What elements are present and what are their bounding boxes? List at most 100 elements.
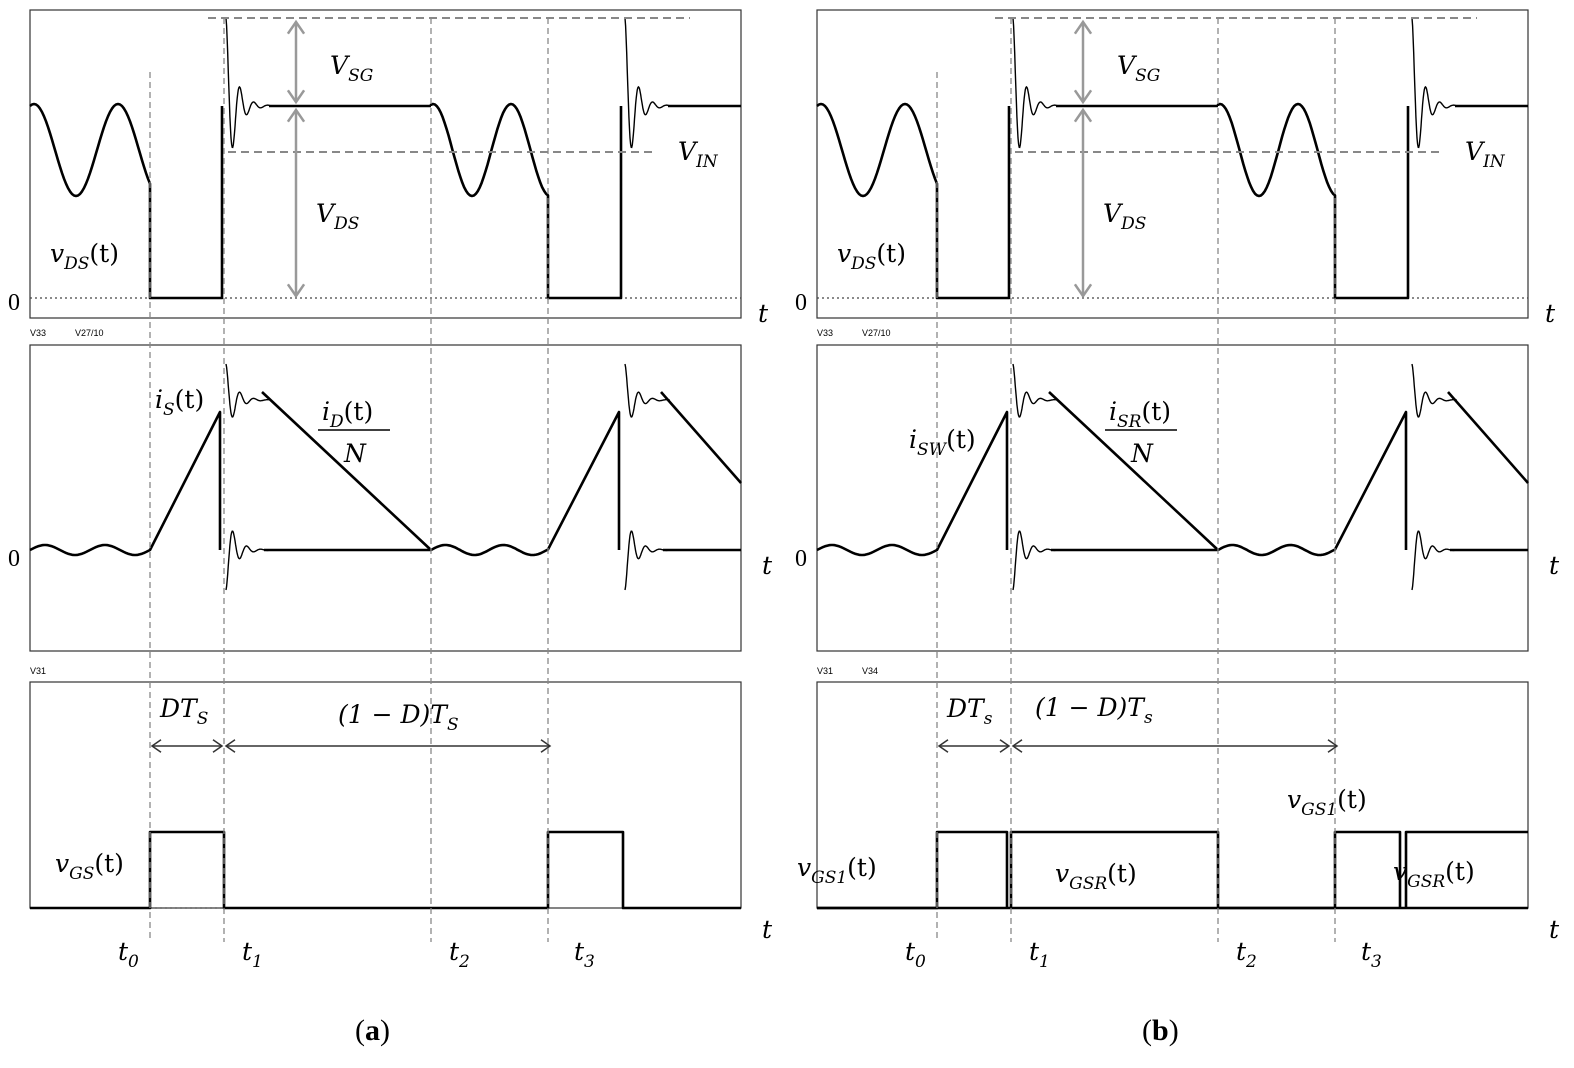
arrow-head xyxy=(937,739,949,753)
time-marker-t0-sub: 0 xyxy=(915,952,926,972)
time-marker-t1-sub: 1 xyxy=(1039,952,1050,972)
middle-zero-label: 0 xyxy=(8,546,20,572)
arrow-head xyxy=(150,739,162,753)
gate1-label-2-arg: (t) xyxy=(1337,785,1367,814)
arrow-head xyxy=(1327,739,1339,753)
switch-current-label: iSW(t) xyxy=(909,425,976,460)
time-marker-t0: t0 xyxy=(905,937,926,972)
vsg-label-sub: SG xyxy=(1135,66,1160,86)
diode-current-ramp-1 xyxy=(261,391,432,551)
panel-caption: (b) xyxy=(1142,1014,1179,1047)
time-marker-t3: t3 xyxy=(574,937,595,972)
fraction-denominator: N xyxy=(343,439,367,468)
middle-plot-frame xyxy=(29,344,742,652)
vin-label: VIN xyxy=(678,137,719,172)
fraction-numerator: iD(t) xyxy=(322,397,373,432)
switch-current-label-arg: (t) xyxy=(175,385,205,414)
current-ringing-top-2 xyxy=(1411,363,1457,418)
gate1-label: vGS1(t) xyxy=(797,853,877,888)
dts-label-sub: S xyxy=(197,709,209,729)
dts-label-main: DT xyxy=(159,694,199,723)
gate1-label-2-main: v xyxy=(1287,785,1301,814)
gate-sr-label: vGSR(t) xyxy=(1055,859,1137,894)
caption-letter: b xyxy=(1152,1014,1169,1047)
off-time-label-main: (1 − D)T xyxy=(338,700,449,729)
vds-magnitude-label: VDS xyxy=(316,199,359,234)
vin-label: VIN xyxy=(1465,137,1506,172)
bottom-time-axis-label: t xyxy=(1549,915,1560,944)
diode-current-ramp-2 xyxy=(660,391,742,484)
current-ringing-bottom-1 xyxy=(225,530,271,591)
time-marker-t0: t0 xyxy=(118,937,139,972)
switch-current-label-sub: S xyxy=(163,400,175,420)
vds-ringing-1 xyxy=(225,17,432,149)
arrow-head xyxy=(1073,107,1093,123)
arrow-head xyxy=(286,107,306,123)
switch-current-label-main: i xyxy=(155,385,163,414)
vds-magnitude-label-sub: DS xyxy=(1120,214,1146,234)
gate-sr-label-arg: (t) xyxy=(1107,859,1137,888)
gate-signal-label-main: v xyxy=(55,849,69,878)
caption-letter: a xyxy=(365,1014,380,1047)
arrow-head xyxy=(1073,89,1093,105)
vds-signal-label-main: v xyxy=(50,239,64,268)
gate-signal-label-sub: GS xyxy=(69,864,94,884)
dts-label: DTS xyxy=(159,694,208,729)
time-marker-t2-sub: 2 xyxy=(1245,952,1257,972)
caption-close: ) xyxy=(1169,1014,1179,1047)
switch-current-ramp-1 xyxy=(816,410,1009,557)
top-zero-label: 0 xyxy=(795,290,807,316)
dts-label-sub: s xyxy=(984,709,993,729)
gate-sr-label-2-sub: GSR xyxy=(1407,872,1445,892)
arrow-head xyxy=(1073,19,1093,35)
arrow-head xyxy=(540,739,552,753)
fraction-numerator-main: i xyxy=(1109,397,1117,426)
scope-tag-mid-0: V33 xyxy=(817,328,833,338)
scope-tag-bot-0: V31 xyxy=(30,666,46,676)
time-marker-t0-main: t xyxy=(118,937,129,966)
gate-sr-label-2: vGSR(t) xyxy=(1393,857,1475,892)
gate-signal xyxy=(30,830,741,910)
fraction-numerator-sub: D xyxy=(329,412,344,432)
vsg-label-sub: SG xyxy=(348,66,373,86)
time-marker-t2: t2 xyxy=(449,937,470,972)
dts-label-main: DT xyxy=(946,694,986,723)
gate1-label-2-sub: GS1 xyxy=(1301,800,1337,820)
vds-waveform-seg2 xyxy=(429,102,623,300)
dts-label: DTs xyxy=(946,694,993,729)
arrow-head xyxy=(1073,283,1093,299)
arrow-head xyxy=(1011,739,1023,753)
diode-current-ramp-1 xyxy=(1048,391,1219,551)
middle-time-axis-label: t xyxy=(1549,551,1560,580)
time-marker-t3-sub: 3 xyxy=(1371,952,1382,972)
vsg-label: VSG xyxy=(330,51,373,86)
scope-tag-mid-1: V27/10 xyxy=(75,328,104,338)
current-ringing-bottom-2 xyxy=(624,530,670,591)
vsg-label-main: V xyxy=(330,51,351,80)
vin-label-sub: IN xyxy=(1482,152,1506,172)
vds-waveform-seg1 xyxy=(29,102,224,300)
fraction-numerator-sub: SR xyxy=(1117,412,1142,432)
switch-current-label-sub: SW xyxy=(917,440,948,460)
top-zero-label: 0 xyxy=(8,290,20,316)
caption-open: ( xyxy=(1142,1014,1152,1047)
vds-signal-label-sub: DS xyxy=(63,254,89,274)
switch-current-ramp-2 xyxy=(430,410,621,557)
gate-signal-label-arg: (t) xyxy=(94,849,124,878)
time-marker-t0-main: t xyxy=(905,937,916,966)
caption-open: ( xyxy=(355,1014,365,1047)
switch-current-label-arg: (t) xyxy=(946,425,976,454)
vsg-label-main: V xyxy=(1117,51,1138,80)
diode-current-ramp-2 xyxy=(1447,391,1529,484)
vds-signal-label: vDS(t) xyxy=(837,239,906,274)
vin-label-sub: IN xyxy=(695,152,719,172)
vds-magnitude-label-sub: DS xyxy=(333,214,359,234)
scope-tag-bot-1: V34 xyxy=(862,666,878,676)
switch-current-ramp-2 xyxy=(1217,410,1408,557)
off-time-label-main: (1 − D)T xyxy=(1035,693,1146,722)
time-marker-t0-sub: 0 xyxy=(128,952,139,972)
vds-signal-label-main: v xyxy=(837,239,851,268)
